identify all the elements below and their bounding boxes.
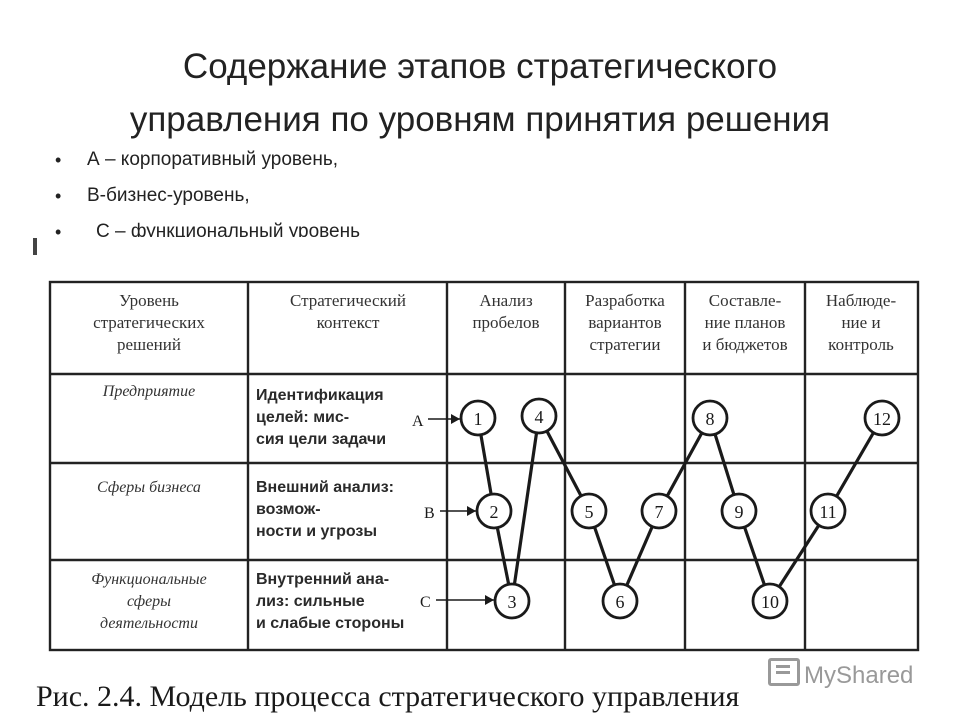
column-header-text: контроль (828, 335, 894, 354)
slide-title-line-1: Содержание этапов стратегического (182, 47, 778, 86)
level-arrows: А В С (412, 413, 494, 611)
context-label-text: Внешний анализ: (256, 479, 394, 496)
process-node-label: 4 (535, 407, 544, 427)
process-node-circle (691, 399, 729, 437)
process-node-circle (640, 492, 678, 530)
process-node-label: 6 (616, 592, 625, 612)
column-headers: Уровень стратегических решений Стратегическ… (93, 291, 896, 354)
process-node: 9 (720, 492, 758, 530)
column-header-text: Стратегический (290, 291, 406, 310)
context-labels: Идентификация целей: мис-сия цели задачиВ… (256, 387, 404, 632)
column-header-text: Наблюде- (826, 291, 897, 310)
level-label-text: Функциональные (91, 571, 206, 588)
process-node-label: 3 (508, 592, 517, 612)
level-label-text: сферы (127, 593, 171, 610)
process-node-label: 11 (819, 502, 836, 522)
process-node: 11 (809, 492, 847, 530)
watermark-logo-icon (768, 658, 800, 686)
context-label-text: целей: мис- (256, 409, 349, 426)
column-header-text: ние и (841, 313, 880, 332)
column-header-text: стратегических (93, 313, 205, 332)
process-node: 7 (640, 492, 678, 530)
arrow-label: С (420, 594, 431, 611)
process-node: 10 (751, 582, 789, 620)
process-node-label: 10 (761, 592, 779, 612)
process-node-circle (570, 492, 608, 530)
bullet-item: С – функциональный уровень (55, 217, 360, 237)
process-node-circle (751, 582, 789, 620)
slide-title: Содержание этапов стратегического управл… (0, 40, 960, 146)
arrow-label: А (412, 413, 424, 430)
diagram-grid (48, 280, 920, 652)
process-node-circle (601, 582, 639, 620)
column-header-text: контекст (317, 313, 380, 332)
process-node: 12 (863, 399, 901, 437)
figure-caption: Рис. 2.4. Модель процесса стратегическог… (36, 680, 740, 713)
column-header-text: вариантов (588, 313, 661, 332)
path-segment (510, 415, 541, 602)
context-label-text: и слабые стороны (256, 615, 404, 632)
process-node-label: 2 (490, 502, 499, 522)
watermark-text: MyShared (804, 662, 914, 689)
column-header-text: ние планов (705, 313, 786, 332)
context-label-text: лиз: сильные (256, 593, 365, 610)
context-label-text: сия цели задачи (256, 431, 386, 448)
column-header-text: и бюджетов (702, 335, 787, 354)
watermark: MyShared (768, 658, 913, 690)
bullet-item: В-бизнес-уровень, (55, 181, 360, 217)
process-node: 6 (601, 582, 639, 620)
process-node-label: 8 (706, 409, 715, 429)
column-header-text: Уровень (119, 291, 179, 310)
column-header-text: Анализ (479, 291, 533, 310)
process-node-label: 7 (655, 502, 664, 522)
process-node-circle (520, 397, 558, 435)
level-label-text: Предприятие (102, 383, 195, 400)
process-node-circle (459, 399, 497, 437)
bullet-list: А – корпоративный уровень, В-бизнес-уров… (55, 145, 360, 237)
column-header-text: стратегии (590, 335, 661, 354)
arrow-head (451, 414, 460, 424)
process-node: 8 (691, 399, 729, 437)
context-label-text: Идентификация (256, 387, 384, 404)
bullet-item: А – корпоративный уровень, (55, 145, 360, 181)
process-node: 2 (475, 492, 513, 530)
process-node: 1 (459, 399, 497, 437)
arrow-label: В (424, 505, 435, 522)
column-header-text: пробелов (472, 313, 539, 332)
column-header-text: решений (117, 335, 181, 354)
process-node-circle (720, 492, 758, 530)
process-node-label: 1 (474, 409, 483, 429)
process-node-circle (475, 492, 513, 530)
process-node: 4 (520, 397, 558, 435)
process-node: 3 (493, 582, 531, 620)
grid-outer-border (48, 280, 920, 652)
process-node-circle (493, 582, 531, 620)
column-header-text: Разработка (585, 291, 665, 310)
process-node-circle (809, 492, 847, 530)
process-node-label: 9 (735, 502, 744, 522)
level-label-text: Сферы бизнеса (97, 479, 201, 496)
context-label-text: Внутренний ана- (256, 571, 389, 588)
context-label-text: ности и угрозы (256, 523, 377, 540)
process-node-label: 5 (585, 502, 594, 522)
process-node: 5 (570, 492, 608, 530)
slide-title-line-2: управления по уровням принятия решения (129, 100, 831, 139)
decorative-tick (33, 238, 37, 255)
column-header-text: Составле- (709, 291, 782, 310)
arrow-head (467, 506, 476, 516)
context-label-text: возмож- (256, 501, 321, 518)
process-node-circle (863, 399, 901, 437)
level-label-text: деятельности (100, 615, 198, 632)
process-node-label: 12 (873, 409, 891, 429)
arrow-head (485, 595, 494, 605)
